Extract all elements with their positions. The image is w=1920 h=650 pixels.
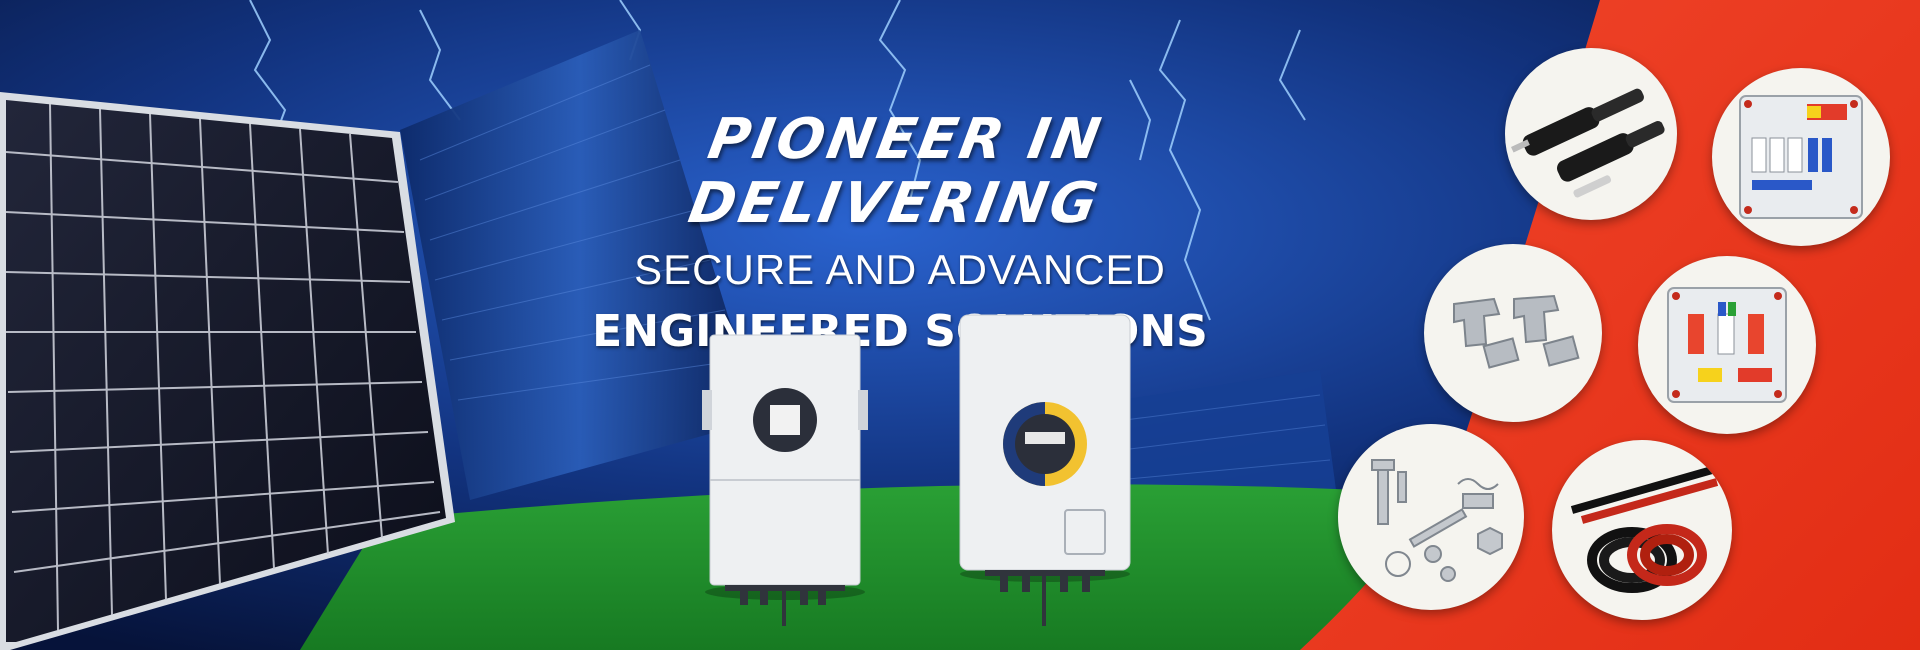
fasteners-icon (1338, 424, 1524, 610)
dc-cable-icon (1552, 440, 1732, 620)
headline: PIONEER IN DELIVERING SECURE AND ADVANCE… (510, 107, 1290, 362)
building-icon (400, 30, 1340, 520)
junction-box-icon (1638, 256, 1816, 434)
string-inverter-icon (959, 314, 1131, 626)
hybrid-inverter-icon (702, 334, 868, 626)
mounting-clamp-icon (1424, 244, 1602, 422)
distribution-box-icon (1712, 68, 1890, 246)
solar-panel-icon (0, 92, 455, 650)
headline-line3: ENGINEERED SOLUTIONS (592, 306, 1208, 357)
headline-line1: PIONEER IN DELIVERING (683, 107, 1109, 236)
headline-line2: SECURE AND ADVANCED (634, 246, 1166, 293)
mc4-connector-icon (1505, 48, 1677, 220)
